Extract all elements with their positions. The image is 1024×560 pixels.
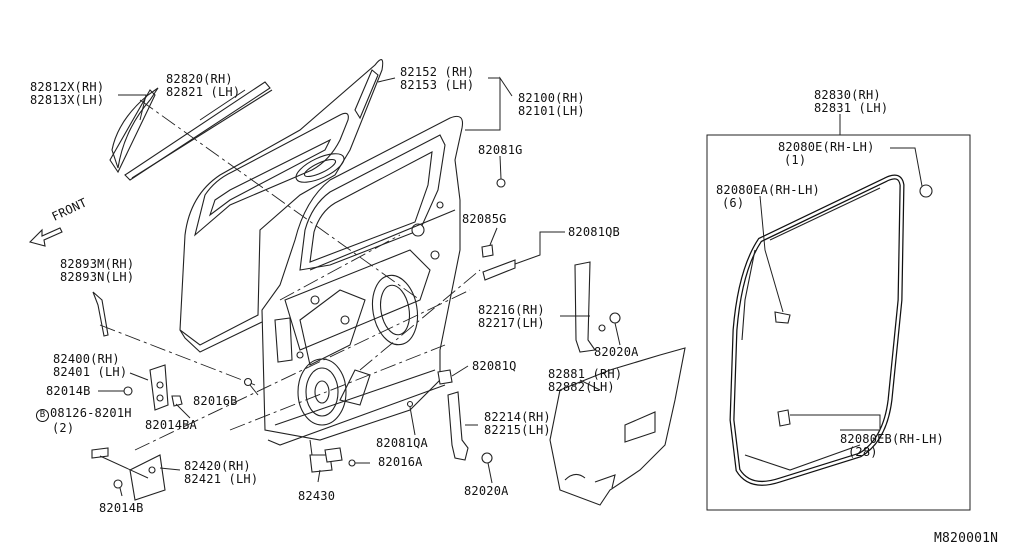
label-82830-lh: 82831 (LH) (814, 101, 889, 115)
label-82820-lh: 82821 (LH) (166, 85, 241, 99)
label-82881: 82881 (RH) 82882(LH) (548, 368, 622, 394)
diagram-code: M820001N (934, 531, 999, 546)
label-82893: 82893M(RH) 82893N(LH) (60, 258, 134, 284)
label-82080EB: 82080EB(RH-LH) (28) (840, 433, 944, 459)
label-08126-qty: (2) (52, 421, 75, 435)
label-82016B: 82016B (193, 394, 238, 408)
label-82830: 82830(RH) 82831 (LH) (814, 89, 888, 115)
weatherstrip-detail-box (706, 134, 971, 511)
label-82214-lh: 82215(LH) (484, 423, 551, 437)
label-82216: 82216(RH) 82217(LH) (478, 304, 545, 330)
door-check-link (309, 439, 356, 473)
label-82881-rh: 82881 (RH) (548, 367, 623, 381)
label-82420: 82420(RH) 82421 (LH) (184, 460, 258, 486)
label-82081QB: 82081QB (568, 225, 620, 239)
label-82081G: 82081G (478, 143, 523, 157)
label-82080E-code: 82080E(RH-LH) (778, 140, 875, 154)
label-82081QA: 82081QA (376, 436, 428, 450)
label-82152-rh: 82152 (RH) (400, 65, 475, 79)
label-82216-rh: 82216(RH) (478, 303, 545, 317)
label-82152: 82152 (RH) 82153 (LH) (400, 66, 474, 92)
label-82216-lh: 82217(LH) (478, 316, 545, 330)
label-82080E-qty: (1) (784, 153, 807, 167)
door-outer-panel (179, 59, 384, 353)
label-82080EA-code: 82080EA(RH-LH) (716, 183, 820, 197)
leader-lines (98, 76, 923, 497)
label-82820-rh: 82820(RH) (166, 72, 233, 86)
label-82081Q: 82081Q (472, 359, 517, 373)
label-82893-lh: 82893N(LH) (60, 270, 135, 284)
label-82893-rh: 82893M(RH) (60, 257, 135, 271)
label-82014B-bottom: 82014B (99, 501, 144, 515)
weatherstrip-small (92, 291, 109, 337)
label-82080EA: 82080EA(RH-LH) (6) (716, 184, 820, 210)
label-82400-lh: 82401 (LH) (53, 365, 128, 379)
sealing-screen (549, 347, 686, 506)
label-82100: 82100(RH) 82101(LH) (518, 92, 585, 118)
label-82100-rh: 82100(RH) (518, 91, 585, 105)
label-82812: 82812X(RH) 82813X(LH) (30, 81, 104, 107)
label-82014B-top: 82014B (46, 384, 91, 398)
label-82085G: 82085G (462, 212, 507, 226)
label-82400: 82400(RH) 82401 (LH) (53, 353, 127, 379)
window-moulding (109, 81, 273, 181)
regulator-rails (447, 261, 621, 464)
label-82830-rh: 82830(RH) (814, 88, 881, 102)
label-82100-lh: 82101(LH) (518, 104, 585, 118)
label-82430: 82430 (298, 489, 336, 503)
label-82214-rh: 82214(RH) (484, 410, 551, 424)
small-clips (243, 178, 516, 408)
label-82080EB-qty: (28) (848, 445, 878, 459)
label-82020A-bottom: 82020A (464, 484, 509, 498)
label-82812-lh: 82813X(LH) (30, 93, 105, 107)
door-inner-panel (261, 115, 464, 446)
lower-hinge (91, 447, 166, 501)
label-82080E: 82080E(RH-LH) (1) (778, 141, 875, 167)
label-08126-code: 08126-8201H (50, 406, 132, 420)
label-82812-rh: 82812X(RH) (30, 80, 105, 94)
label-82820: 82820(RH) 82821 (LH) (166, 73, 240, 99)
label-82214: 82214(RH) 82215(LH) (484, 411, 551, 437)
door-weatherstrip (729, 174, 933, 486)
label-82400-rh: 82400(RH) (53, 352, 120, 366)
label-82420-lh: 82421 (LH) (184, 472, 259, 486)
label-82020A-top: 82020A (594, 345, 639, 359)
label-82881-lh: 82882(LH) (548, 380, 615, 394)
label-82080EA-qty: (6) (722, 196, 745, 210)
label-82420-rh: 82420(RH) (184, 459, 251, 473)
label-82016A: 82016A (378, 455, 423, 469)
upper-hinge (123, 364, 183, 411)
label-82080EB-code: 82080EB(RH-LH) (840, 432, 944, 446)
label-82014BA: 82014BA (145, 418, 197, 432)
front-arrow (28, 227, 63, 247)
label-82152-lh: 82153 (LH) (400, 78, 475, 92)
